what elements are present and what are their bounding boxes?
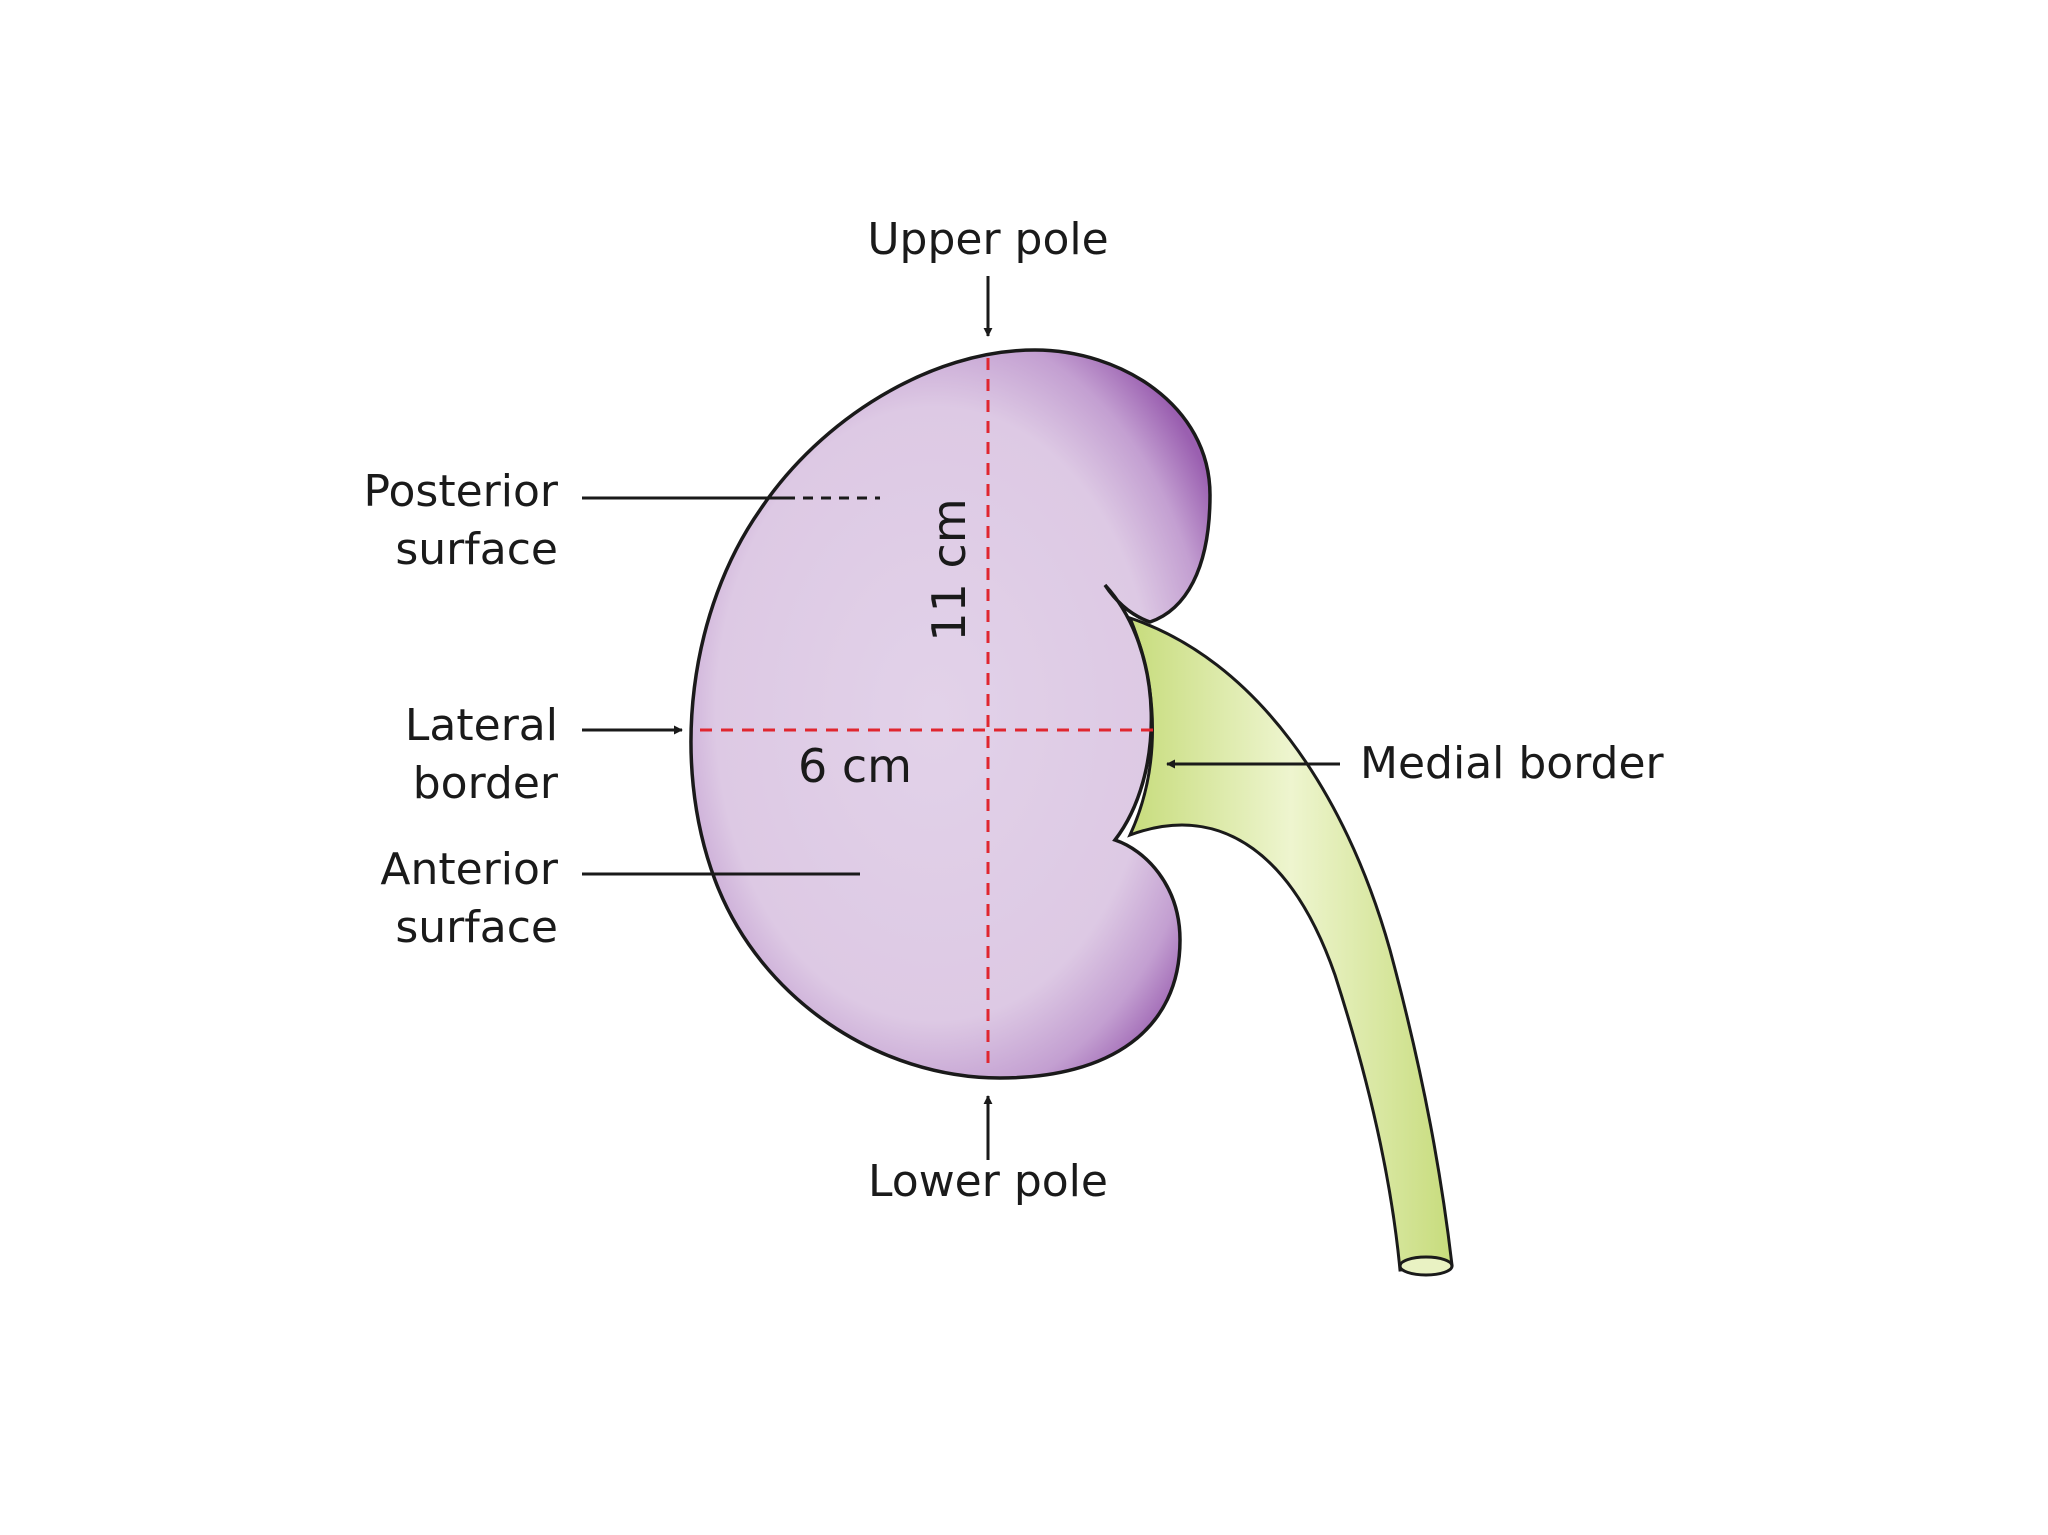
width-measurement: 6 cm bbox=[798, 739, 912, 793]
lateral-border-label-line2: border bbox=[413, 758, 559, 809]
medial-border-label: Medial border bbox=[1360, 738, 1665, 789]
posterior-surface-label-line2: surface bbox=[395, 524, 558, 575]
ureter bbox=[1127, 615, 1454, 1272]
upper-pole-label: Upper pole bbox=[867, 214, 1108, 265]
kidney bbox=[689, 348, 1212, 1080]
anterior-surface-label-line1: Anterior bbox=[380, 844, 559, 895]
lateral-border-label-line1: Lateral bbox=[405, 700, 558, 751]
ureter-opening bbox=[1398, 1255, 1454, 1277]
anterior-surface-label-line2: surface bbox=[395, 902, 558, 953]
length-measurement: 11 cm bbox=[922, 498, 976, 641]
lower-pole-label: Lower pole bbox=[868, 1156, 1108, 1207]
posterior-surface-label-line1: Posterior bbox=[364, 466, 559, 517]
